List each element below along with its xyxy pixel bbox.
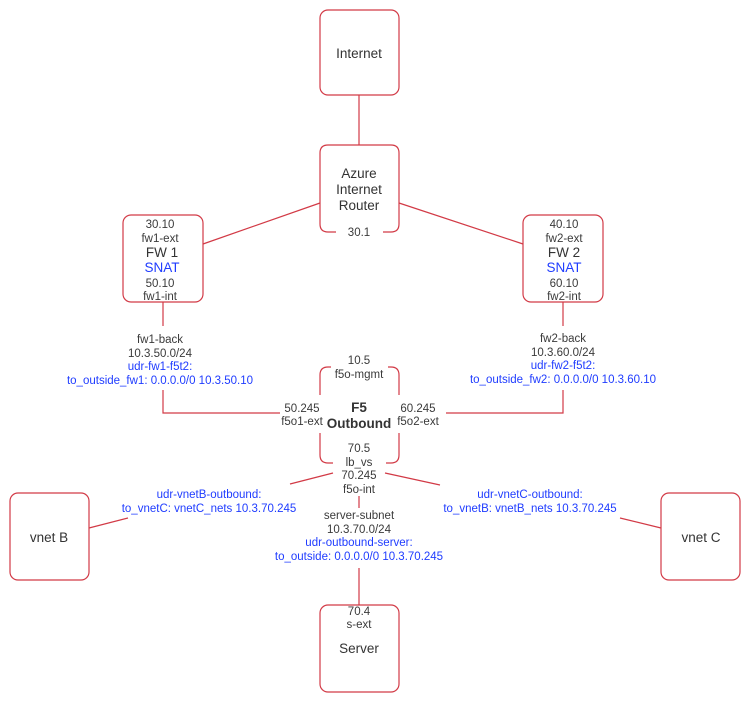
link-fw2-back-f5 (446, 390, 564, 414)
svg-text:server-subnet: server-subnet (324, 510, 395, 522)
svg-text:to_outside: 0.0.0.0/0 10.3.70.: to_outside: 0.0.0.0/0 10.3.70.245 (275, 551, 443, 563)
f5-int-name: f5o-int (343, 484, 376, 496)
svg-text:10.3.50.0/24: 10.3.50.0/24 (128, 348, 193, 360)
fw2-node[interactable]: 40.10 fw2-ext FW 2 SNAT 60.10 fw2-int (522, 214, 604, 303)
f5-int-ip: 70.245 (341, 470, 376, 482)
link-router-fw2 (398, 202, 524, 245)
link-f5-vnetc-b (619, 517, 662, 529)
link-f5-vnetb-a (289, 472, 334, 485)
fw1-title: FW 1 (146, 245, 178, 260)
svg-text:udr-outbound-server:: udr-outbound-server: (305, 537, 412, 549)
svg-text:udr-fw2-f5t2:: udr-fw2-f5t2: (531, 360, 596, 372)
vnetc-label: vnet C (681, 530, 720, 545)
internet-node[interactable]: Internet (319, 9, 400, 96)
server-node[interactable]: 70.4 s-ext Server (319, 604, 400, 693)
f5-ext2-name: f5o2-ext (397, 416, 439, 428)
f5-mgmt-ip: 10.5 (348, 355, 370, 367)
vnetb-node[interactable]: vnet B (9, 492, 90, 581)
svg-text:udr-fw1-f5t2:: udr-fw1-f5t2: (128, 361, 193, 373)
svg-text:10.3.60.0/24: 10.3.60.0/24 (531, 347, 596, 359)
server-name: s-ext (347, 619, 373, 631)
fw2-int-ip: 60.10 (550, 278, 579, 290)
svg-text:to_vnetC: vnetC_nets 10.3.70.2: to_vnetC: vnetC_nets 10.3.70.245 (122, 503, 297, 515)
fw1-int-ip: 50.10 (146, 278, 175, 290)
vnetc-route-label: udr-vnetC-outbound: to_vnetB: vnetB_nets… (443, 489, 616, 515)
svg-text:udr-vnetB-outbound:: udr-vnetB-outbound: (157, 489, 262, 501)
svg-text:to_vnetB: vnetB_nets 10.3.70.2: to_vnetB: vnetB_nets 10.3.70.245 (443, 503, 616, 515)
links (88, 95, 662, 605)
fw1-node[interactable]: 30.10 fw1-ext FW 1 SNAT 50.10 fw1-int (122, 214, 204, 303)
router-label-2: Internet (336, 182, 382, 197)
svg-text:to_outside_fw2: 0.0.0.0/0 10.3: to_outside_fw2: 0.0.0.0/0 10.3.60.10 (470, 374, 656, 386)
fw2-int-name: fw2-int (547, 291, 582, 303)
fw2-back-label: fw2-back 10.3.60.0/24 udr-fw2-f5t2: to_o… (470, 333, 656, 386)
f5-title-2: Outbound (327, 416, 391, 431)
fw1-ext-name: fw1-ext (141, 233, 179, 245)
svg-text:udr-vnetC-outbound:: udr-vnetC-outbound: (477, 489, 582, 501)
f5-ext1-ip: 50.245 (284, 403, 319, 415)
link-router-fw1 (202, 202, 321, 245)
vnetc-node[interactable]: vnet C (660, 492, 741, 581)
fw2-snat: SNAT (546, 260, 581, 275)
vnetb-label: vnet B (30, 530, 68, 545)
fw1-ext-ip: 30.10 (146, 219, 175, 231)
server-label: Server (339, 641, 379, 656)
f5-node[interactable]: 10.5 f5o-mgmt F5 Outbound 50.245 f5o1-ex… (281, 355, 439, 496)
server-ip: 70.4 (348, 606, 371, 618)
fw2-ext-name: fw2-ext (545, 233, 583, 245)
fw1-int-name: fw1-int (143, 291, 178, 303)
f5-ext1-name: f5o1-ext (281, 416, 323, 428)
internet-label: Internet (336, 46, 382, 61)
router-label-3: Router (339, 198, 380, 213)
svg-text:fw1-back: fw1-back (137, 334, 183, 346)
f5-title-1: F5 (351, 400, 367, 415)
f5-vs-ip: 70.5 (348, 443, 370, 455)
f5-vs-name: lb_vs (346, 457, 373, 469)
fw2-title: FW 2 (548, 245, 580, 260)
server-subnet-label: server-subnet 10.3.70.0/24 udr-outbound-… (275, 510, 443, 563)
fw2-ext-ip: 40.10 (550, 219, 579, 231)
fw1-snat: SNAT (144, 260, 179, 275)
link-fw1-back-f5 (162, 390, 280, 414)
svg-text:10.3.70.0/24: 10.3.70.0/24 (327, 524, 392, 536)
f5-mgmt-name: f5o-mgmt (335, 369, 384, 381)
link-f5-vnetc-a (384, 472, 441, 486)
fw1-back-label: fw1-back 10.3.50.0/24 udr-fw1-f5t2: to_o… (67, 334, 253, 387)
svg-text:fw2-back: fw2-back (540, 333, 586, 345)
vnetb-route-label: udr-vnetB-outbound: to_vnetC: vnetC_nets… (122, 489, 297, 515)
router-ip: 30.1 (348, 227, 370, 239)
link-f5-vnetb-b (88, 517, 129, 529)
router-node[interactable]: Azure Internet Router 30.1 (319, 144, 400, 239)
router-label-1: Azure (341, 166, 376, 181)
f5-ext2-ip: 60.245 (400, 403, 435, 415)
svg-text:to_outside_fw1: 0.0.0.0/0 10.3: to_outside_fw1: 0.0.0.0/0 10.3.50.10 (67, 375, 253, 387)
